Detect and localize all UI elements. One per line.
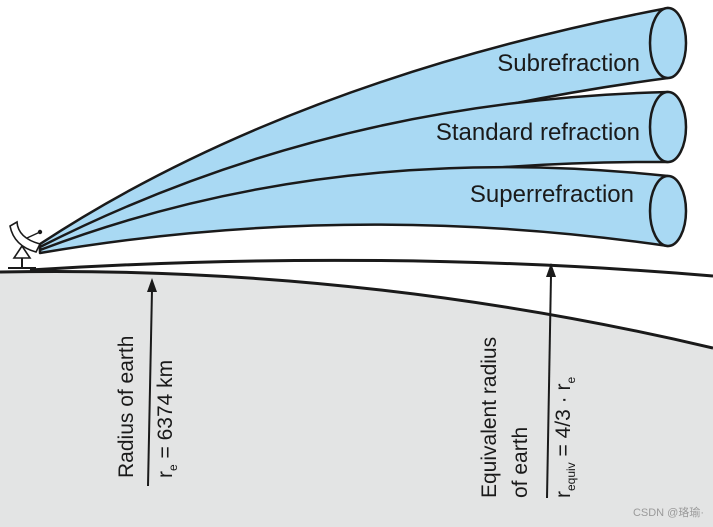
antenna-dish [9, 220, 42, 253]
label-equivalent-radius-line2: of earth [509, 427, 532, 498]
equiv-subscript: equiv [564, 462, 578, 491]
beam-standard-refraction-end [648, 90, 688, 164]
radius-value: = 6374 km [154, 360, 177, 464]
radius-symbol: r [154, 471, 177, 478]
label-subrefraction: Subrefraction [497, 50, 640, 77]
equivalent-radius-arrow [546, 263, 556, 499]
label-radius-formula: re = 6374 km [154, 360, 180, 478]
label-equivalent-radius-line1: Equivalent radius [478, 337, 501, 498]
equiv-value: = 4/3 · r [552, 384, 575, 463]
credit-watermark: CSDN @珞瑜· [633, 505, 704, 519]
radius-of-earth-arrow [147, 278, 157, 487]
equiv-value-subscript: e [564, 377, 578, 384]
equivalent-earth-line [29, 258, 713, 278]
label-equivalent-formula: requiv = 4/3 · re [552, 377, 578, 498]
label-radius-of-earth: Radius of earth [115, 336, 138, 478]
radius-subscript: e [166, 464, 180, 471]
equiv-symbol: r [552, 491, 575, 498]
earth-surface-line [0, 269, 713, 350]
satellite-dish-icon [8, 220, 43, 269]
beam-subrefraction-end [648, 6, 688, 80]
earth-surface [0, 271, 713, 527]
label-standard-refraction: Standard refraction [436, 119, 640, 146]
beam-superrefraction-end [648, 174, 688, 248]
label-superrefraction: Superrefraction [470, 181, 634, 208]
beam-superrefraction [38, 165, 688, 255]
